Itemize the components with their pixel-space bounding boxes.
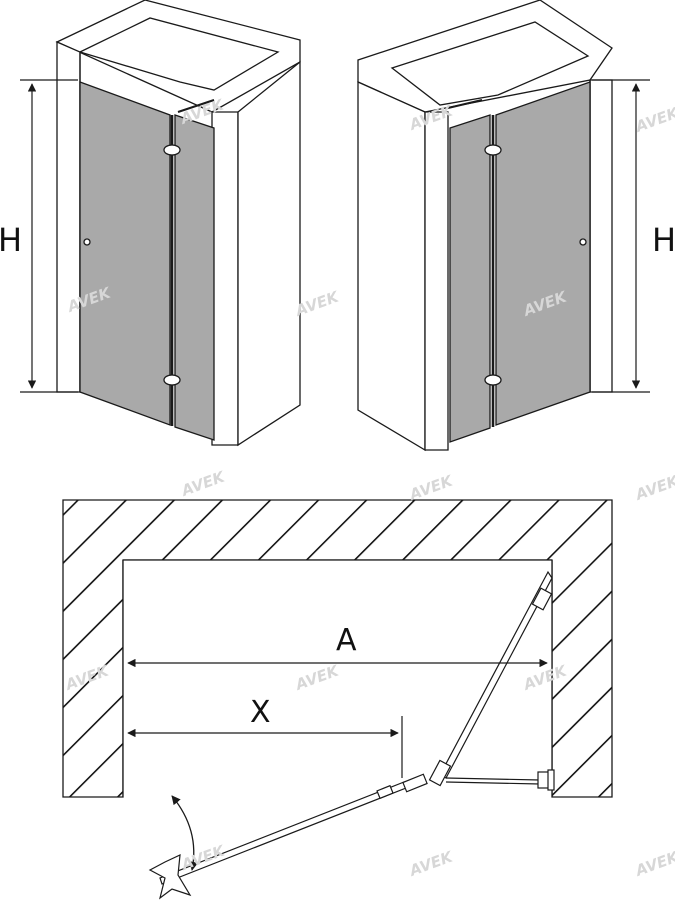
hinge-icon xyxy=(484,374,502,386)
left-fixed-glass xyxy=(174,114,215,441)
plan-fixed-panel xyxy=(428,570,555,791)
watermark: AVEK xyxy=(406,471,456,504)
handle-icon xyxy=(83,238,91,246)
handle-icon xyxy=(579,238,587,246)
right-3d-view xyxy=(357,0,613,452)
width-label-x: X xyxy=(250,695,271,730)
right-door-glass xyxy=(495,81,591,426)
hinge-icon xyxy=(163,374,181,386)
left-door-glass xyxy=(79,81,171,426)
width-dimension-x xyxy=(127,716,403,778)
watermark: AVEK xyxy=(632,103,675,136)
left-3d-view xyxy=(55,0,301,447)
plan-view: A X xyxy=(62,499,613,900)
width-label-a: A xyxy=(336,623,357,658)
watermark: AVEK xyxy=(178,841,228,874)
height-label-right: H xyxy=(652,221,675,259)
watermark: AVEK xyxy=(632,471,675,504)
watermark: AVEK xyxy=(178,467,228,500)
right-height-dimension xyxy=(592,79,650,393)
right-fixed-glass xyxy=(449,114,491,443)
watermark: AVEK xyxy=(406,847,456,880)
left-height-dimension xyxy=(20,79,78,393)
watermark: AVEK xyxy=(632,847,675,880)
plan-door-panel xyxy=(148,773,428,900)
hinge-icon xyxy=(163,144,181,156)
swing-arc xyxy=(171,795,199,871)
height-label-left: H xyxy=(0,221,22,259)
hinge-icon xyxy=(484,144,502,156)
